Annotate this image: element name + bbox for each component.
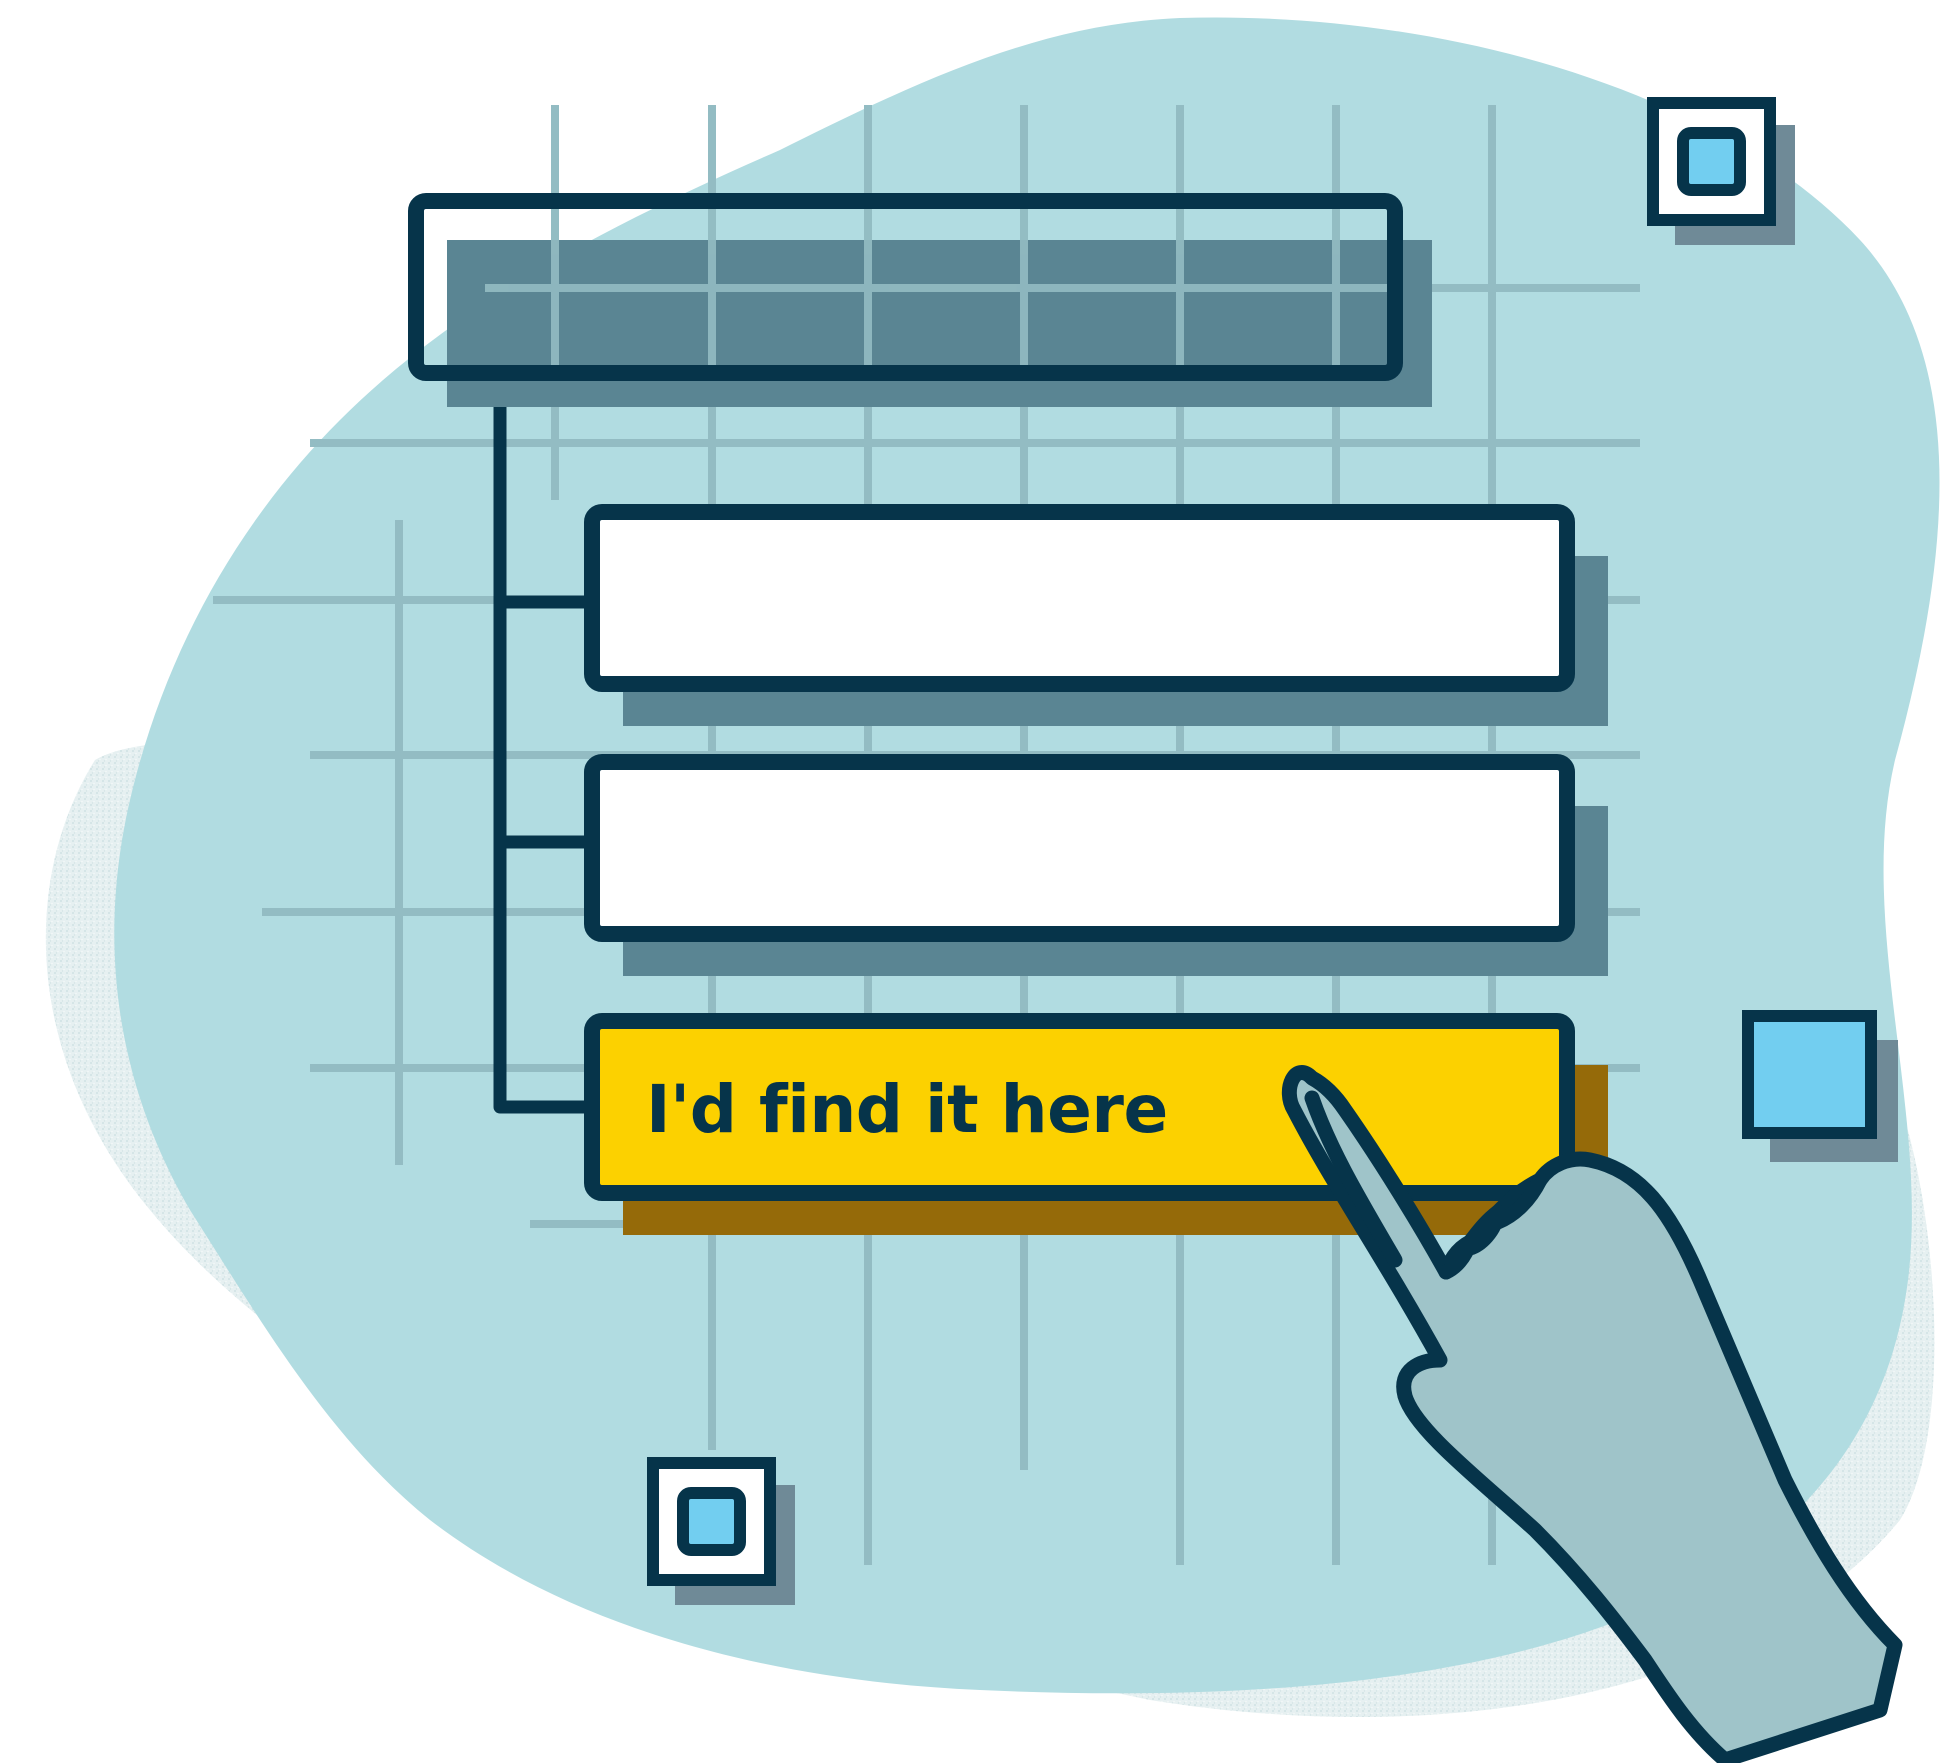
card-shadow [447, 240, 1432, 407]
highlighted-option-card[interactable]: I'd find it here [592, 1021, 1608, 1235]
square-marker-icon [1653, 103, 1795, 245]
child-option-card-2[interactable] [592, 762, 1608, 976]
card-body [592, 512, 1567, 684]
square-marker-icon [653, 1463, 795, 1605]
child-option-card-1[interactable] [592, 512, 1608, 726]
card-body [592, 762, 1567, 934]
square-marker-icon [1748, 1016, 1898, 1162]
highlighted-option-label: I'd find it here [646, 1071, 1168, 1148]
